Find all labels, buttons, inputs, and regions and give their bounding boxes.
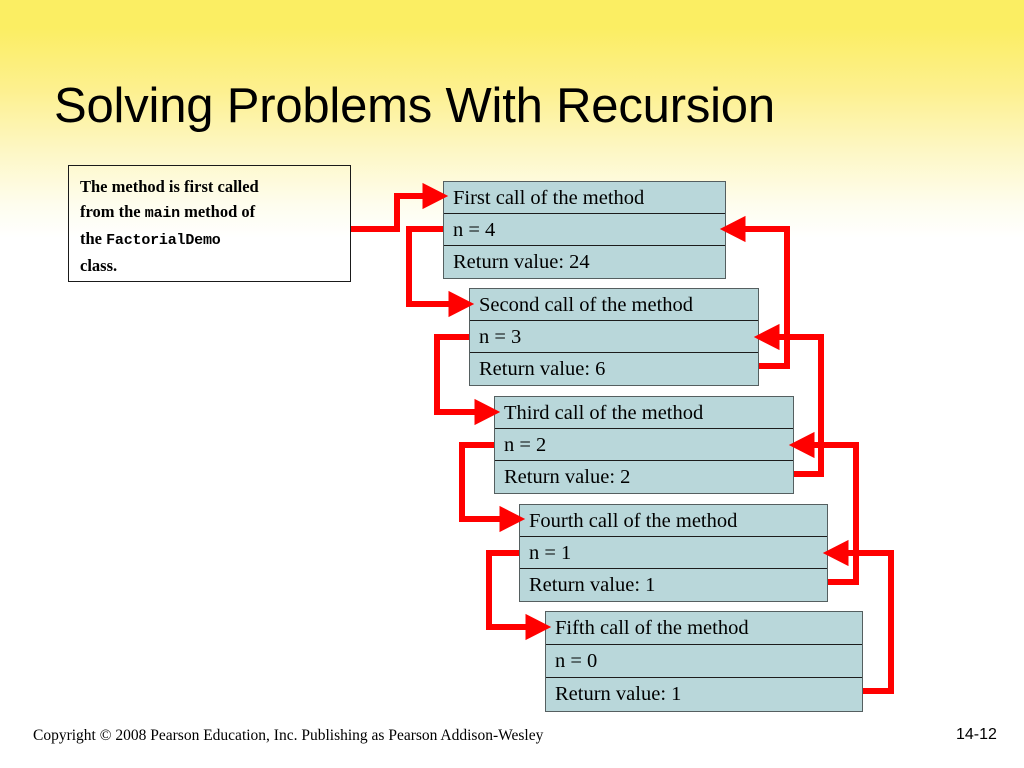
caption-line-1: The method is first called (80, 177, 259, 196)
call-frame-2-return: Return value: 6 (470, 353, 758, 385)
call-frame-5-return: Return value: 1 (546, 678, 862, 711)
call-frame-3-parameter: n = 2 (495, 429, 793, 461)
call-frame-1-return: Return value: 24 (444, 246, 725, 278)
page-title: Solving Problems With Recursion (54, 79, 775, 133)
caption-line-4: class. (80, 256, 118, 275)
call-frame-2-title: Second call of the method (470, 289, 758, 321)
call-frame-4-title: Fourth call of the method (520, 505, 827, 537)
caption-line-2-suffix: method of (179, 202, 256, 221)
caption-text: The method is first called from the main… (80, 174, 342, 278)
call-frame-2: Second call of the method n = 3 Return v… (469, 288, 759, 386)
call-frame-3-title: Third call of the method (495, 397, 793, 429)
call-frame-4-return: Return value: 1 (520, 569, 827, 601)
arrow-call-entry (351, 182, 449, 232)
call-frame-1: First call of the method n = 4 Return va… (443, 181, 726, 279)
call-frame-1-parameter: n = 4 (444, 214, 725, 246)
call-frame-3-return: Return value: 2 (495, 461, 793, 493)
call-frame-3: Third call of the method n = 2 Return va… (494, 396, 794, 494)
call-frame-5-title: Fifth call of the method (546, 612, 862, 645)
call-frame-1-title: First call of the method (444, 182, 725, 214)
caption-line-3-prefix: the (80, 229, 107, 248)
call-frame-4: Fourth call of the method n = 1 Return v… (519, 504, 828, 602)
footer-page-number: 14-12 (956, 726, 997, 743)
footer-copyright: Copyright © 2008 Pearson Education, Inc.… (33, 727, 544, 744)
caption-box: The method is first called from the main… (68, 165, 351, 282)
call-frame-5: Fifth call of the method n = 0 Return va… (545, 611, 863, 712)
caption-code-factorialdemo: FactorialDemo (106, 232, 221, 249)
caption-code-main: main (144, 205, 180, 222)
call-frame-4-parameter: n = 1 (520, 537, 827, 569)
call-frame-5-parameter: n = 0 (546, 645, 862, 678)
call-frame-2-parameter: n = 3 (470, 321, 758, 353)
caption-line-2-prefix: from the (80, 202, 145, 221)
